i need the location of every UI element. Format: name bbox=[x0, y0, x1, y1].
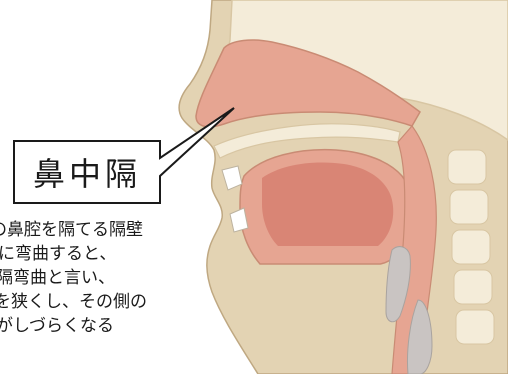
caption-line: を狭くし、その側の bbox=[0, 292, 147, 312]
hard-palate bbox=[213, 123, 401, 159]
vertebra bbox=[449, 189, 489, 225]
caption-line: がしづらくなる bbox=[0, 316, 114, 336]
nasal-septum bbox=[195, 39, 421, 128]
caption-line: 隔弯曲と言い、 bbox=[0, 268, 115, 288]
caption-text: の鼻腔を隔てる隔壁 に弯曲すると、 隔弯曲と言い、 を狭くし、その側の がしづら… bbox=[0, 218, 220, 338]
epiglottis bbox=[385, 246, 411, 323]
vertebra bbox=[453, 269, 493, 305]
caption-line: の鼻腔を隔てる隔壁 bbox=[0, 220, 143, 240]
caption-line: に弯曲すると、 bbox=[0, 244, 117, 264]
callout-label: 鼻中隔 bbox=[32, 155, 141, 193]
trachea bbox=[407, 299, 433, 374]
callout-box bbox=[13, 107, 235, 204]
lower-teeth bbox=[229, 207, 249, 233]
vertebra bbox=[447, 149, 487, 185]
cervical-vertebrae bbox=[447, 149, 495, 345]
vertebra bbox=[451, 229, 491, 265]
vertebra bbox=[455, 309, 495, 345]
upper-teeth bbox=[221, 165, 243, 191]
tongue bbox=[262, 162, 394, 246]
